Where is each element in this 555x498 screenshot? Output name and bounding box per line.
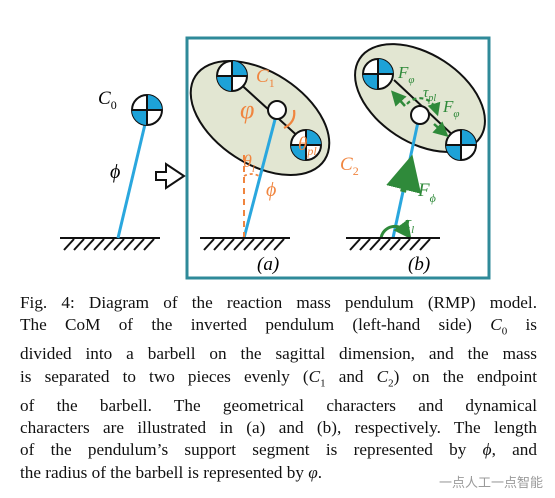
panel-a: C1 φ θpl C2 θl ϕ (a) [189, 60, 359, 275]
force-f-phi-arrow [386, 154, 422, 194]
label-panel-a: (a) [257, 254, 279, 275]
label-f-varphi-2: Fφ [442, 97, 459, 120]
mass-c2-icon [290, 129, 322, 161]
label-theta-pl: θpl [298, 134, 317, 158]
caption-line-3: divided into a barbell on the sagittal d… [20, 344, 537, 364]
inverted-pendulum: C0 ϕ [60, 88, 163, 251]
mass-c0-icon [131, 94, 163, 126]
barbell-center-a [267, 100, 287, 120]
label-panel-b: (b) [408, 254, 430, 275]
label-theta-l: θl [243, 151, 255, 175]
label-tau-l: τl [405, 213, 414, 236]
caption-line-8: the radius of the barbell is represented… [20, 462, 323, 482]
pendulum-rod-left [116, 119, 148, 239]
rmp-diagram: C0 ϕ C1 φ θpl C2 θl ϕ [60, 36, 491, 280]
mass-c1-b-icon [362, 58, 394, 90]
theta-l-arc [243, 173, 260, 177]
label-varphi-a: φ [240, 95, 254, 124]
figure-caption: Fig. 4: Diagram of the reaction mass pen… [20, 292, 537, 484]
label-tau-pl: τpl [423, 85, 436, 104]
force-f-varphi-2-arrow [432, 121, 449, 137]
caption-line-5: of the barbell. The geometrical characte… [20, 395, 537, 415]
caption-line-2: The CoM of the inverted pendulum (left-h… [20, 315, 537, 338]
label-f-varphi-1: Fφ [397, 63, 414, 86]
force-f-varphi-1-arrow [390, 90, 407, 107]
tau-pl-arc [406, 97, 441, 117]
mass-c1-icon [216, 60, 248, 92]
caption-line-6: characters are illustrated in (a) and (b… [20, 417, 537, 437]
label-phi-a: ϕ [266, 179, 276, 201]
label-c0: C0 [98, 88, 117, 112]
ground-hatch-left [63, 238, 155, 251]
label-c2: C2 [340, 154, 359, 178]
theta-pl-arc [283, 109, 296, 129]
caption-line-7: of the pendulum’s support segment is rep… [20, 440, 537, 460]
label-f-phi: Fϕ [417, 180, 436, 205]
label-c1: C1 [256, 66, 275, 90]
ground-hatch-a [203, 238, 285, 251]
ground-hatch-b [349, 238, 431, 251]
barbell-center-b [410, 105, 430, 125]
caption-line-1: Fig. 4: Diagram of the reaction mass pen… [20, 293, 537, 312]
pendulum-rod-a [242, 111, 279, 239]
watermark: 一点人工一点智能 [434, 471, 547, 492]
transition-arrow-icon [155, 162, 186, 190]
mass-c2-b-icon [445, 129, 477, 161]
label-phi-left: ϕ [110, 161, 120, 183]
panel-b: Fφ τpl Fφ Fϕ τl (b) [346, 43, 486, 275]
tau-l-arc [379, 219, 412, 240]
caption-line-4: is separated to two pieces evenly (C1 an… [20, 366, 537, 390]
